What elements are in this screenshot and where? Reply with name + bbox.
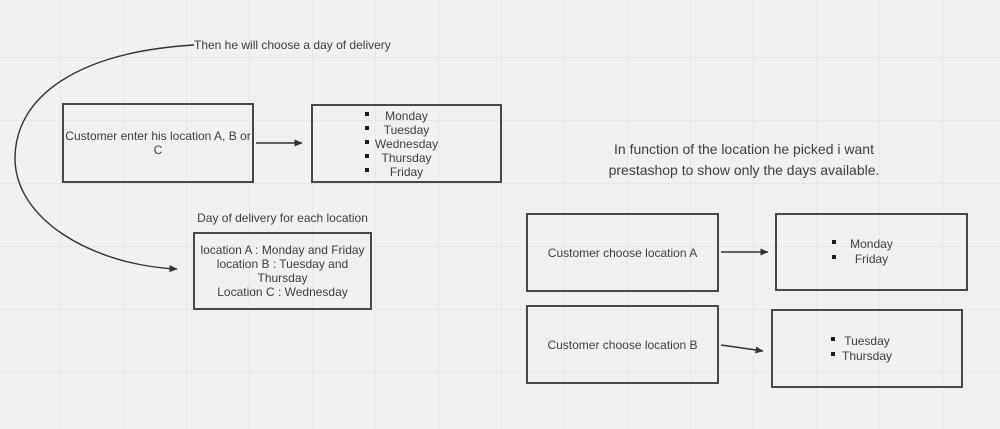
box-location-days[interactable]: location A : Monday and Friday location … (193, 232, 372, 310)
day-label: Thursday (381, 150, 432, 165)
box-days-location-a[interactable]: Monday Friday (775, 213, 968, 291)
day-label: Wednesday (374, 136, 439, 151)
day-label: Friday (854, 252, 889, 266)
box-all-days[interactable]: Monday Tuesday Wednesday Thursday Friday (311, 104, 502, 183)
day-label: Monday (385, 108, 428, 123)
checkbox-icon[interactable] (831, 336, 835, 341)
box-choose-location-b[interactable]: Customer choose location B (526, 305, 719, 384)
box-enter-location[interactable]: Customer enter his location A, B or C (62, 103, 254, 183)
day-option-row: Monday (777, 237, 966, 252)
day-option-row: Monday (313, 109, 500, 123)
day-option-row: Tuesday (313, 123, 500, 137)
day-label: Tuesday (383, 122, 430, 137)
locations-box-title: Day of delivery for each location (197, 211, 368, 225)
checkbox-icon[interactable] (365, 139, 369, 144)
day-option-row: Friday (313, 165, 500, 179)
day-option-row: Tuesday (773, 334, 961, 349)
checkbox-icon[interactable] (365, 111, 369, 116)
day-label: Monday (850, 237, 893, 251)
note-choose-day: Then he will choose a day of delivery (194, 38, 391, 52)
day-label: Tuesday (844, 333, 890, 348)
checkbox-icon[interactable] (832, 255, 836, 259)
note-prestashop-requirement: In function of the location he picked i … (608, 141, 880, 178)
checkbox-icon[interactable] (365, 153, 369, 158)
box-enter-location-label: Customer enter his location A, B or C (65, 129, 251, 157)
location-c-days: Location C : Wednesday (217, 285, 348, 299)
box-choose-location-b-label: Customer choose location B (547, 337, 698, 352)
day-option-row: Wednesday (313, 137, 500, 151)
box-days-location-b[interactable]: Tuesday Thursday (771, 309, 963, 388)
day-label: Friday (389, 164, 424, 179)
days-a-list: Monday Friday (777, 237, 966, 267)
day-label: Thursday (841, 348, 893, 363)
location-b-days: location B : Tuesday and Thursday (216, 257, 349, 285)
checkbox-icon[interactable] (832, 240, 836, 244)
checkbox-icon[interactable] (831, 351, 835, 356)
checkbox-icon[interactable] (365, 167, 369, 172)
day-option-row: Friday (777, 252, 966, 267)
checkbox-icon[interactable] (365, 125, 369, 130)
days-b-list: Tuesday Thursday (773, 334, 961, 364)
all-days-list: Monday Tuesday Wednesday Thursday Friday (313, 109, 500, 179)
arrow-choose-b-to-days-b (720, 344, 764, 354)
day-option-row: Thursday (313, 151, 500, 165)
location-a-days: location A : Monday and Friday (200, 243, 365, 257)
box-choose-location-a-label: Customer choose location A (547, 245, 698, 260)
day-option-row: Thursday (773, 349, 961, 364)
box-choose-location-a[interactable]: Customer choose location A (526, 213, 719, 292)
